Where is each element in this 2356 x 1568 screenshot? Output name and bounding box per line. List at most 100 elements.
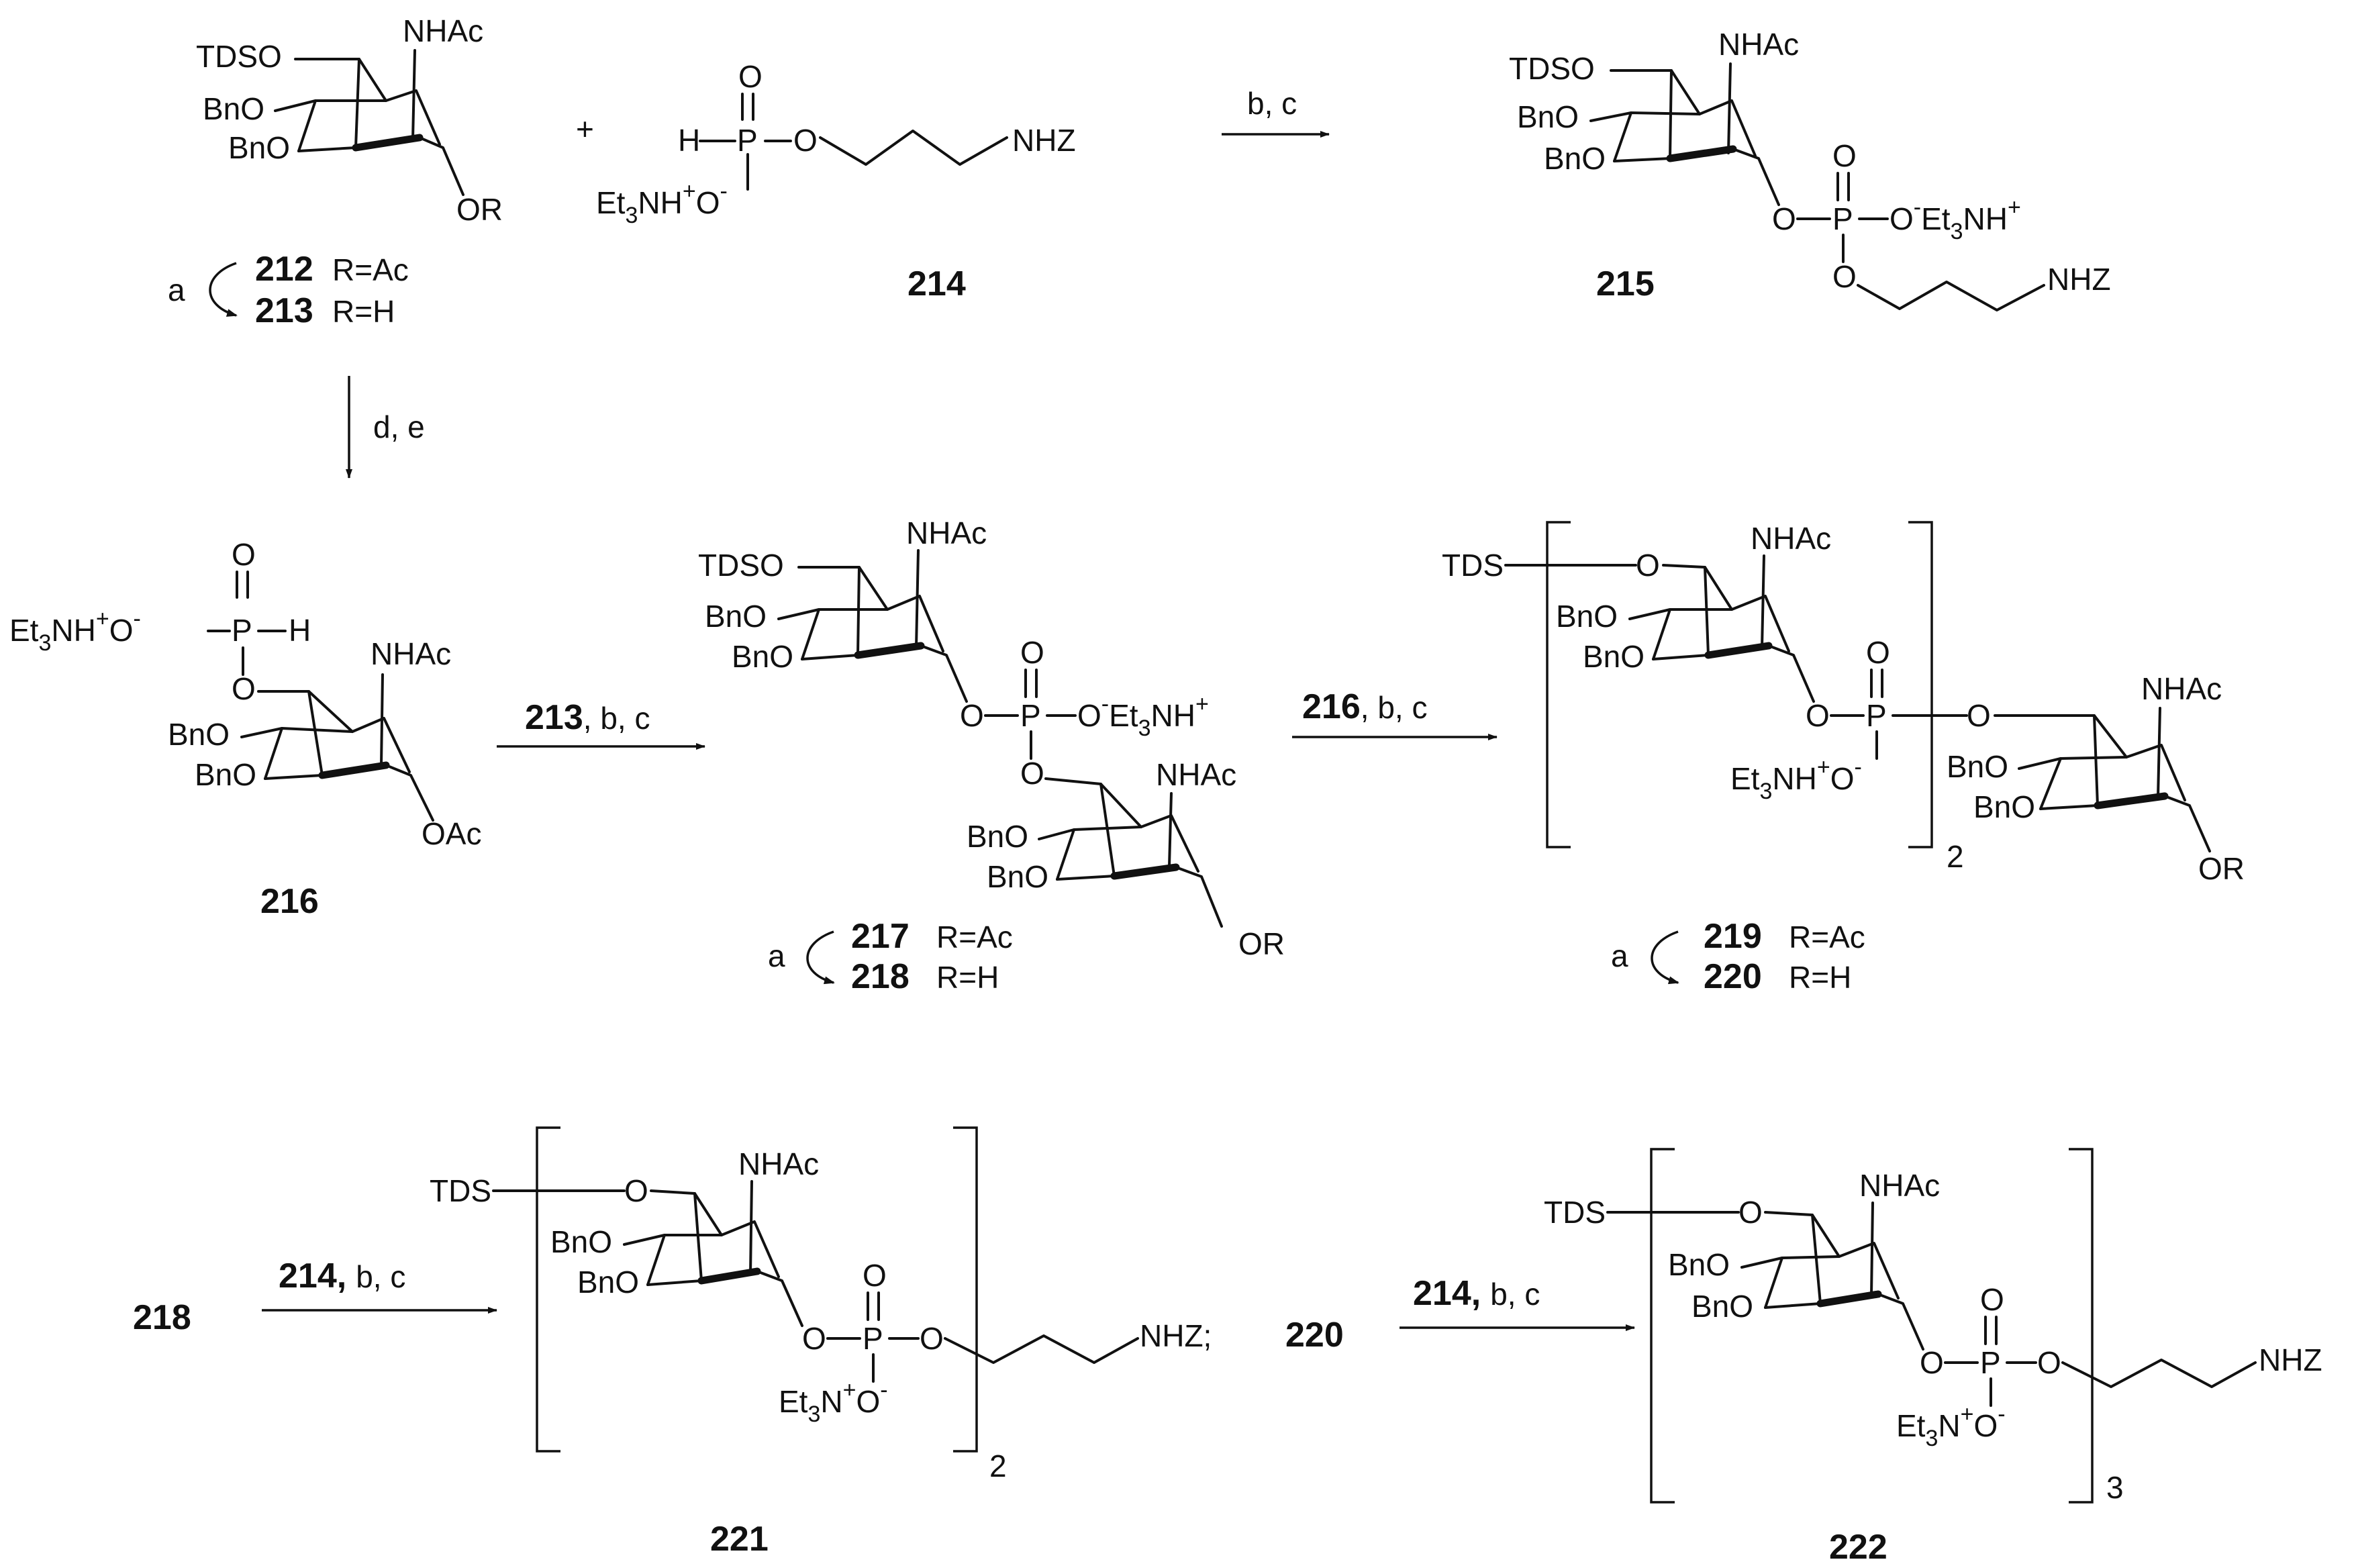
- condition-214-bc: 214,b, c: [1413, 1274, 1540, 1313]
- right-bracket: [953, 1126, 978, 1453]
- o-label: O: [232, 671, 256, 706]
- compound-label-220: 220: [1704, 957, 1762, 996]
- right-bracket: [1908, 521, 1933, 848]
- nhac-label: NHAc: [1859, 1168, 1940, 1203]
- deprotection-arrow-219-220: [1651, 930, 1679, 985]
- r-h-label: R=H: [936, 960, 999, 995]
- r-h-label: R=H: [1789, 960, 1851, 995]
- or-label: OR: [2198, 851, 2245, 886]
- tdso-label: TDSO: [698, 548, 784, 583]
- bno-label: BnO: [1973, 789, 2035, 824]
- o-label: O: [1772, 201, 1796, 236]
- nhac-label: NHAc: [2141, 671, 2222, 706]
- bno-label: BnO: [1691, 1289, 1753, 1324]
- et3nh-o-label: Et3NH+O-: [9, 606, 141, 656]
- condition-213-bc: 213, b, c: [525, 698, 650, 737]
- compound-label-218: 218: [133, 1298, 191, 1337]
- et3n-o-label: Et3N+O-: [1896, 1402, 2006, 1451]
- compound-221-structure: 2 TDS O NHAc BnO BnO O P O O Et3N+O- NHZ…: [430, 1126, 1212, 1483]
- o-label: O: [1806, 698, 1830, 733]
- o-label: O: [920, 1321, 944, 1356]
- o-label: O: [1020, 635, 1044, 670]
- o-label: O: [1636, 548, 1660, 583]
- oet3nh-label: O-Et3NH+: [1889, 195, 2021, 244]
- o-label: O: [1866, 635, 1890, 670]
- r-ac-label: R=Ac: [1789, 920, 1865, 954]
- nhz-label: NHZ: [2047, 262, 2111, 297]
- compound-label-217: 217: [851, 917, 910, 956]
- left-bracket: [1650, 1148, 1675, 1504]
- condition-de: d, e: [373, 409, 425, 444]
- p-label: P: [1020, 698, 1041, 733]
- condition-a: a: [1611, 938, 1628, 973]
- or-label: OR: [1238, 926, 1285, 961]
- compound-216-structure: O Et3NH+O- P H O NHAc BnO BnO OAc: [9, 537, 481, 851]
- et3nh-label: Et3NH+O-: [596, 179, 728, 228]
- bno-label: BnO: [195, 757, 256, 792]
- bno-label: BnO: [1668, 1247, 1730, 1282]
- compound-212-structure: TDSO NHAc BnO BnO OR: [196, 13, 503, 227]
- oet3nh-label: O-Et3NH+: [1077, 691, 1209, 741]
- o-label: O: [1920, 1345, 1944, 1380]
- et3n-o-label: Et3N+O-: [779, 1377, 888, 1427]
- o-label: O: [2037, 1345, 2061, 1380]
- compound-label-222: 222: [1829, 1528, 1887, 1567]
- condition-a: a: [168, 273, 185, 307]
- bno-label: BnO: [577, 1265, 639, 1300]
- nhac-label: NHAc: [403, 13, 483, 48]
- compound-215-structure: TDSO NHAc BnO BnO O P O O-Et3NH+ O NHZ: [1509, 27, 2111, 311]
- tds-label: TDS: [1544, 1195, 1606, 1230]
- o-label: O: [1967, 698, 1991, 733]
- plus-sign: +: [576, 111, 594, 146]
- o-label: O: [863, 1258, 887, 1293]
- p-label: P: [737, 123, 758, 158]
- condition-a: a: [768, 938, 785, 973]
- bno-label: BnO: [203, 91, 264, 126]
- tds-label: TDS: [430, 1173, 491, 1208]
- bno-label: BnO: [1947, 749, 2008, 784]
- bno-label: BnO: [1544, 141, 1606, 176]
- tdso-label: TDSO: [196, 39, 282, 74]
- tds-label: TDS: [1442, 548, 1504, 583]
- compound-label-219: 219: [1704, 917, 1762, 956]
- r-h-label: R=H: [332, 294, 395, 329]
- oac-label: OAc: [422, 816, 481, 851]
- r-ac-label: R=Ac: [332, 252, 409, 287]
- nhac-label: NHAc: [1751, 521, 1831, 556]
- bno-label: BnO: [705, 599, 767, 634]
- compound-217-structure: TDSO NHAc BnO BnO O P O O-Et3NH+ O NHAc …: [698, 516, 1285, 961]
- p-label: P: [1866, 698, 1887, 733]
- bno-label: BnO: [987, 859, 1048, 894]
- compound-219-structure: 2 TDS O NHAc BnO BnO O P O O Et3NH+O- NH…: [1442, 521, 2245, 886]
- p-label: P: [232, 613, 252, 648]
- compound-222-structure: 3 TDS O NHAc BnO BnO O P O O Et3N+O- NHZ: [1544, 1148, 2322, 1505]
- o-label: O: [1832, 138, 1857, 173]
- compound-label-214: 214: [907, 264, 966, 303]
- compound-label-215: 215: [1596, 264, 1655, 303]
- condition-216-bc: 216, b, c: [1302, 687, 1427, 726]
- o-label: O: [793, 123, 818, 158]
- compound-label-216: 216: [260, 882, 319, 921]
- o-label: O: [624, 1173, 648, 1208]
- p-label: P: [863, 1321, 883, 1356]
- p-label: P: [1980, 1345, 2001, 1380]
- compound-label-212: 212: [255, 250, 313, 289]
- r-ac-label: R=Ac: [936, 920, 1013, 954]
- h-label: H: [678, 123, 700, 158]
- deprotection-arrow-212-213: [209, 262, 238, 317]
- nhac-label: NHAc: [371, 636, 451, 671]
- o-label: O: [802, 1321, 826, 1356]
- compound-label-218: 218: [851, 957, 910, 996]
- nhz-label: NHZ;: [1140, 1318, 1212, 1353]
- o-label: O: [1738, 1195, 1763, 1230]
- bno-label: BnO: [732, 639, 793, 674]
- o-label: O: [738, 59, 763, 94]
- tdso-label: TDSO: [1509, 51, 1595, 86]
- o-label: O: [1832, 259, 1857, 294]
- o-label: O: [960, 698, 984, 733]
- nhac-label: NHAc: [1156, 757, 1236, 792]
- p-label: P: [1832, 201, 1853, 236]
- bno-label: BnO: [550, 1224, 612, 1259]
- bno-label: BnO: [967, 819, 1028, 854]
